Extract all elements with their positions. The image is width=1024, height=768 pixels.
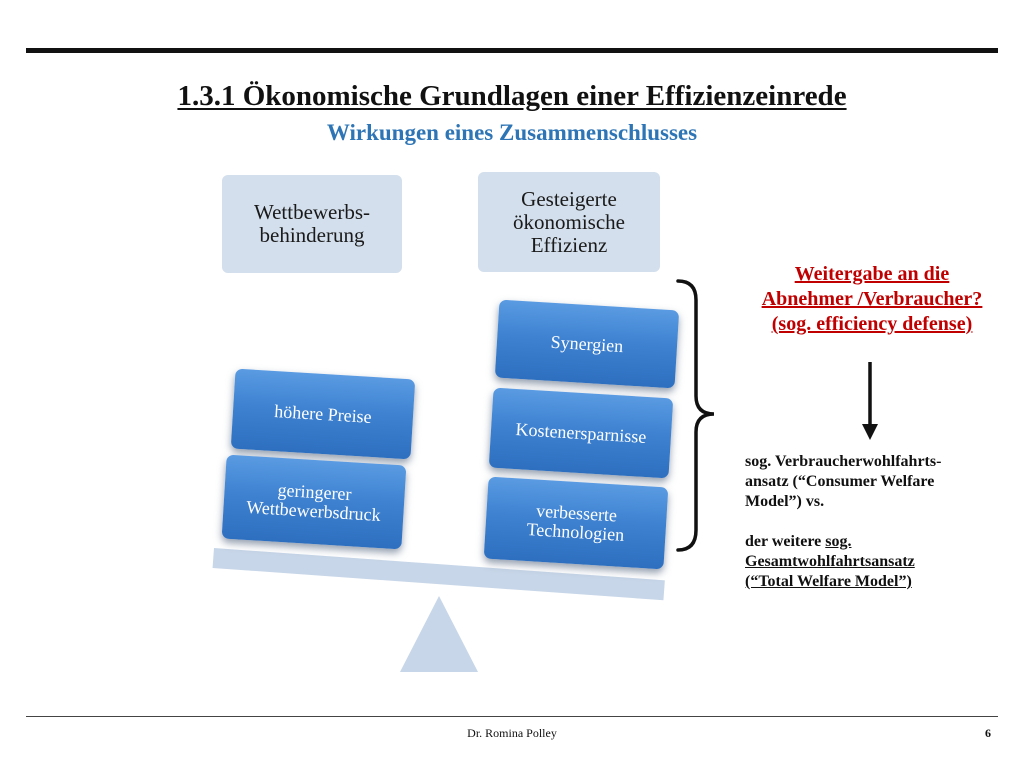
- welfare-model-note: sog. Verbraucherwohlfahrts- ansatz (“Con…: [745, 452, 1015, 592]
- right-header-box: Gesteigerte ökonomische Effizienz: [478, 172, 660, 272]
- block-label: Synergien: [550, 331, 624, 356]
- footer-rule: [26, 716, 998, 717]
- top-rule: [26, 48, 998, 53]
- curly-brace: [676, 279, 715, 552]
- left-header-box: Wettbewerbs- behinderung: [222, 175, 402, 273]
- block-label: höhere Preise: [273, 400, 373, 427]
- right-header-line: ökonomische: [513, 209, 625, 234]
- note-line: sog. Verbraucherwohlfahrts-: [745, 453, 942, 470]
- block-synergien: Synergien: [494, 299, 680, 389]
- note-line: der weitere sog.: [745, 532, 1015, 552]
- block-kostenersparnisse: Kostenersparnisse: [488, 387, 674, 479]
- left-header-line: Wettbewerbs-: [253, 200, 371, 224]
- right-header-line: Gesteigerte: [521, 186, 617, 211]
- callout-line: Abnehmer /Verbraucher?: [761, 288, 983, 310]
- callout-line: Weitergabe an die: [794, 263, 950, 285]
- scale-fulcrum: [400, 596, 478, 672]
- callout-line: (sog. efficiency defense): [771, 313, 973, 335]
- block-label: Kostenersparnisse: [515, 418, 648, 447]
- block-verbesserte-technologien: verbesserte Technologien: [483, 476, 669, 570]
- left-header-line: behinderung: [259, 223, 365, 247]
- block-geringerer-wettbewerbsdruck: geringerer Wettbewerbsdruck: [221, 454, 407, 550]
- right-header-line: Effizienz: [530, 232, 608, 257]
- slide-title: 1.3.1 Ökonomische Grundlagen einer Effiz…: [177, 80, 847, 112]
- note-line: ansatz (“Consumer Welfare: [745, 473, 935, 490]
- page-number: 6: [985, 726, 991, 740]
- note-line: Gesamtwohlfahrtsansatz: [745, 553, 915, 570]
- down-arrow-icon: [862, 362, 878, 440]
- block-label-line: Technologien: [526, 519, 625, 545]
- slide-subtitle: Wirkungen eines Zusammenschlusses: [326, 120, 698, 145]
- block-hoehere-preise: höhere Preise: [230, 368, 416, 460]
- footer-author: Dr. Romina Polley: [467, 726, 557, 740]
- efficiency-defense-callout: Weitergabe an die Abnehmer /Verbraucher?…: [722, 262, 1022, 337]
- note-underlined-text: sog.: [825, 533, 852, 550]
- note-line: (“Total Welfare Model”): [745, 573, 912, 590]
- note-text: der weitere: [745, 533, 826, 550]
- note-line: Model”) vs.: [745, 493, 825, 510]
